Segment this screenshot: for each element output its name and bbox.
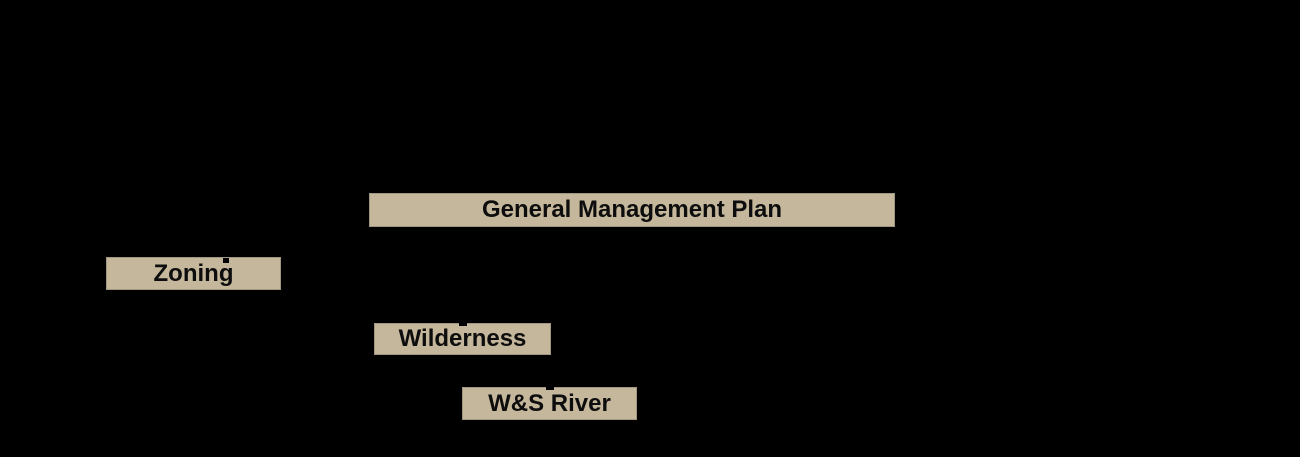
bar-label-zoning: Zoning bbox=[153, 259, 234, 287]
bar-zoning: Zoning bbox=[106, 257, 281, 290]
tick-mark-wilderness bbox=[459, 322, 467, 326]
tick-mark-ws-river bbox=[546, 386, 554, 390]
bar-ws-river: W&S River bbox=[462, 387, 637, 420]
bar-label-wilderness: Wilderness bbox=[398, 325, 527, 352]
bar-general-management-plan: General Management Plan bbox=[369, 193, 895, 227]
bar-label-ws-river: W&S River bbox=[488, 389, 611, 417]
tick-mark-zoning bbox=[223, 258, 229, 263]
bar-label-general-management-plan: General Management Plan bbox=[481, 196, 783, 223]
bar-wilderness: Wilderness bbox=[374, 323, 551, 355]
